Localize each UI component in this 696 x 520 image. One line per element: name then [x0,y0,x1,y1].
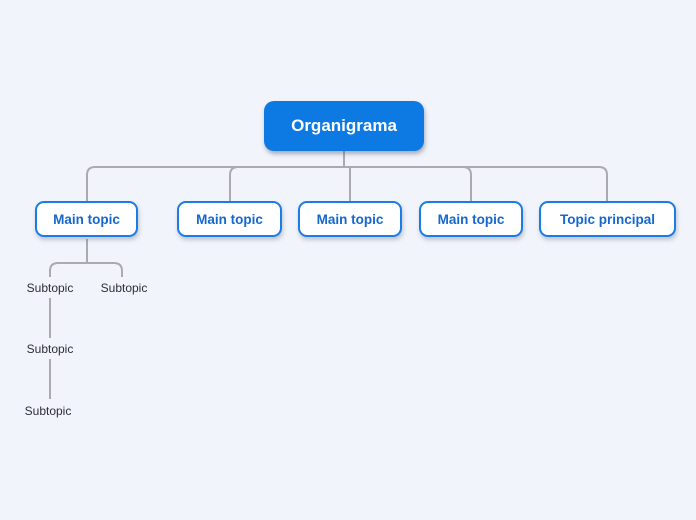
connector-root-to-topic-1 [86,151,345,201]
topic-principal-node[interactable]: Topic principal [539,201,676,237]
connector-topic1-to-sub-1 [49,262,87,277]
connector-root-to-topic-2 [229,151,345,201]
connector-root-to-topic-5 [343,151,608,201]
subtopic-node-3[interactable]: Subtopic [26,342,74,356]
main-topic-node-2[interactable]: Main topic [177,201,282,237]
connector-root-to-topic-4 [343,151,472,201]
subtopic-node-4[interactable]: Subtopic [24,404,72,418]
connector-topic1-to-sub-2 [87,262,123,277]
subtopic-node-1[interactable]: Subtopic [26,281,74,295]
root-node[interactable]: Organigrama [264,101,424,151]
main-topic-node-3[interactable]: Main topic [298,201,402,237]
main-topic-node-4[interactable]: Main topic [419,201,523,237]
connector-root-to-topic-3 [343,151,351,201]
main-topic-node-1[interactable]: Main topic [35,201,138,237]
subtopic-node-2[interactable]: Subtopic [100,281,148,295]
